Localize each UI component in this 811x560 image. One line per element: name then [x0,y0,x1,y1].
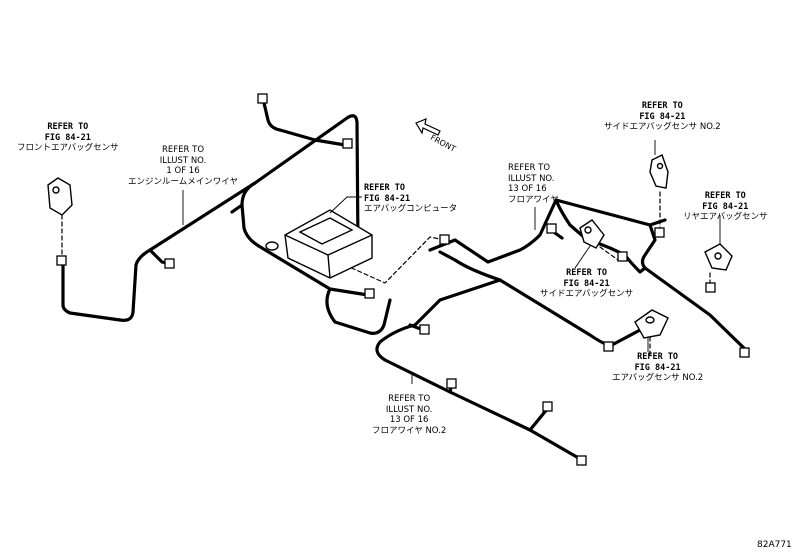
label-front-airbag-sensor: REFER TO FIG 84-21 フロントエアバッグセンサ [17,122,119,154]
label-line: FIG 84-21 [702,201,749,212]
connector [164,258,175,269]
connector [576,455,587,466]
connectors [56,93,750,466]
connector [257,93,268,104]
rear-airbag-sensor-icon [704,243,733,271]
label-line: REFER TO [637,352,679,362]
connector [419,324,430,335]
label-line: REFER TO [641,101,683,111]
leader-lines [182,140,721,384]
airbag-computer-icon [265,209,373,279]
figure-code: 82A771 [757,540,792,550]
airbag-sensor-no2-icon [634,309,669,339]
label-side-airbag-sensor: REFER TO FIG 84-21 サイドエアバッグセンサ [540,268,633,300]
label-line: フロアワイヤ [508,194,559,205]
label-line: サイドエアバッグセンサ [540,289,634,299]
connector [705,282,716,293]
label-line: 13 OF 16 [389,415,429,425]
label-line: ILLUST NO. [385,404,433,415]
label-airbag-sensor-no2: REFER TO FIG 84-21 エアバッグセンサ NO.2 [612,352,703,384]
components [47,154,733,339]
label-line: リヤエアバッグセンサ [683,212,768,222]
label-line: サイドエアバッグセンサ NO.2 [604,122,721,132]
label-side-airbag-sensor-no2: REFER TO FIG 84-21 サイドエアバッグセンサ NO.2 [604,101,721,133]
side-airbag-sensor-no2-icon [649,154,669,189]
label-engine-room-harness: REFER TO ILLUST NO. 1 OF 16 エンジンルームメインワイ… [128,145,238,187]
connector [654,227,665,238]
label-line: REFER TO [566,268,608,278]
connector [56,255,67,266]
label-line: FIG 84-21 [634,362,681,373]
connector [546,223,557,234]
label-line: ILLUST NO. [159,155,207,166]
label-line: エンジンルームメインワイヤ [128,176,238,187]
connector [446,378,457,389]
connector [542,401,553,412]
label-floor-harness: REFER TO ILLUST NO. 13 OF 16 フロアワイヤ [508,163,559,205]
label-line: フロアワイヤ NO.2 [372,425,447,436]
label-airbag-computer: REFER TO FIG 84-21 エアバッグコンピュータ [364,183,457,215]
connector [739,347,750,358]
engine-room-harness [61,101,392,335]
label-rear-airbag-sensor: REFER TO FIG 84-21 リヤエアバッグセンサ [683,191,768,223]
label-line: FIG 84-21 [364,193,411,204]
label-line: REFER TO [388,394,431,404]
label-line: FIG 84-21 [563,278,610,289]
label-line: REFER TO [364,183,405,193]
label-line: ILLUST NO. [508,173,555,184]
label-line: REFER TO [47,122,89,132]
side-airbag-sensor-icon [579,219,605,249]
label-line: 1 OF 16 [166,166,200,176]
label-line: エアバッグセンサ NO.2 [612,373,704,383]
connector [439,234,450,245]
label-line: フロントエアバッグセンサ [17,143,119,153]
label-line: REFER TO [508,163,551,173]
label-line: FIG 84-21 [639,111,686,122]
label-floor-harness-no2: REFER TO ILLUST NO. 13 OF 16 フロアワイヤ NO.2 [372,394,446,436]
label-line: エアバッグコンピュータ [364,204,458,214]
connector [603,341,614,352]
label-line: 13 OF 16 [508,184,547,194]
front-arrow-icon [415,118,441,136]
connector [342,138,353,149]
label-line: REFER TO [704,191,746,201]
label-line: REFER TO [161,145,205,155]
front-airbag-sensor-icon [47,177,73,216]
connector [617,251,628,262]
connector [364,288,375,299]
label-line: FIG 84-21 [44,132,91,143]
